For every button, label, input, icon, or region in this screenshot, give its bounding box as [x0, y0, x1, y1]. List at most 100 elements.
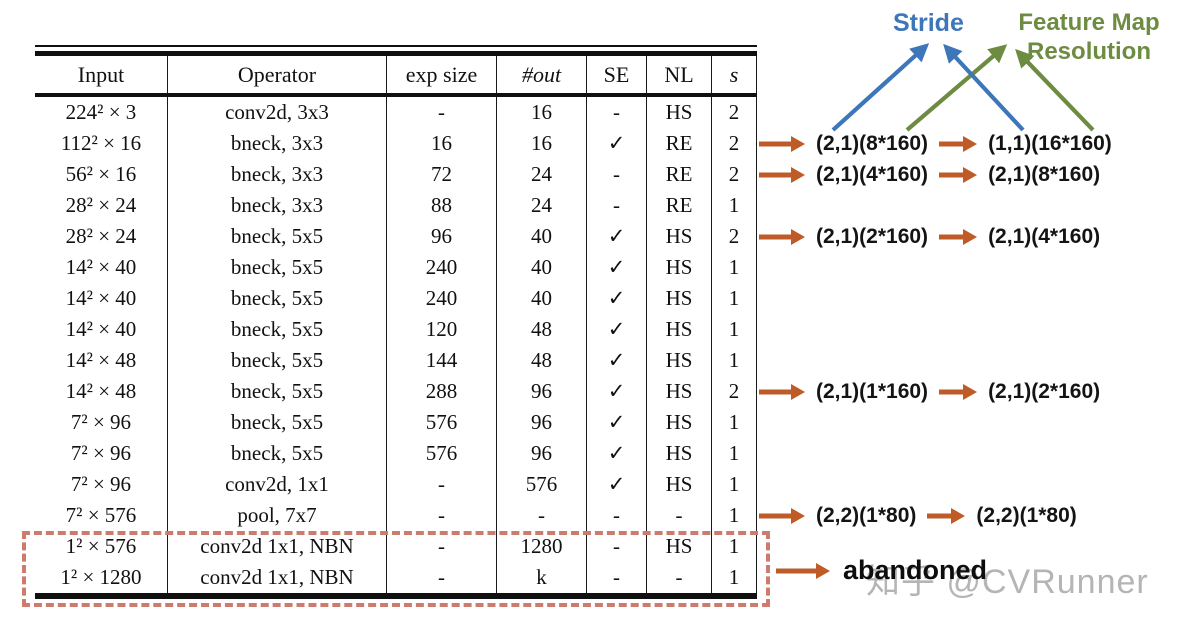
annotation-from: (2,1)(2*160): [816, 224, 929, 248]
annotation-from: (2,1)(4*160): [816, 162, 929, 186]
orange-arrow-icon: [939, 383, 978, 400]
cell-nl: RE: [647, 128, 712, 159]
table-row: 14² × 48 bneck, 5x5 288 96 ✓ HS 2 (2,1)(…: [35, 376, 1100, 407]
cell-out: 48: [497, 314, 587, 345]
cell-exp-size: 16: [387, 128, 497, 159]
cell-operator: bneck, 3x3: [168, 190, 387, 221]
cell-out: 96: [497, 407, 587, 438]
cell-out: 96: [497, 376, 587, 407]
cell-se: -: [587, 190, 647, 221]
stride-arrow-left: [831, 43, 930, 132]
abandoned-label: abandoned: [843, 555, 988, 585]
cell-s: 2: [712, 128, 757, 159]
cell-s: 1: [712, 531, 757, 562]
cell-operator: pool, 7x7: [168, 500, 387, 531]
orange-arrow-icon: [759, 166, 805, 183]
cell-s: 1: [712, 407, 757, 438]
cell-nl: HS: [647, 345, 712, 376]
col-header-s: s: [712, 56, 757, 93]
cell-out: 24: [497, 159, 587, 190]
cell-se: ✓: [587, 438, 647, 469]
cell-input: 56² × 16: [35, 159, 168, 190]
annotation-to: (2,1)(2*160): [988, 379, 1101, 403]
col-header-nl: NL: [647, 56, 712, 93]
cell-se: ✓: [587, 252, 647, 283]
cell-exp-size: -: [387, 531, 497, 562]
cell-exp-size: 576: [387, 438, 497, 469]
cell-input: 7² × 96: [35, 407, 168, 438]
cell-nl: RE: [647, 159, 712, 190]
cell-se: ✓: [587, 345, 647, 376]
table-row: 7² × 96 conv2d, 1x1 - 576 ✓ HS 1: [35, 469, 757, 500]
annotation-to: (2,2)(1*80): [976, 503, 1077, 527]
cell-input: 14² × 40: [35, 283, 168, 314]
table-row: 224² × 3 conv2d, 3x3 - 16 - HS 2: [35, 97, 757, 128]
cell-operator: bneck, 3x3: [168, 159, 387, 190]
cell-out: k: [497, 562, 587, 593]
cell-se: ✓: [587, 283, 647, 314]
cell-s: 2: [712, 159, 757, 190]
cell-exp-size: -: [387, 97, 497, 128]
cell-exp-size: -: [387, 562, 497, 593]
cell-out: 96: [497, 438, 587, 469]
table-row: 14² × 40 bneck, 5x5 120 48 ✓ HS 1: [35, 314, 757, 345]
table-row: 14² × 40 bneck, 5x5 240 40 ✓ HS 1: [35, 283, 757, 314]
watermark: 知乎 @CVRunner: [866, 563, 1149, 601]
table-row: 7² × 96 bneck, 5x5 576 96 ✓ HS 1: [35, 438, 757, 469]
annotation-from: (2,2)(1*80): [816, 503, 917, 527]
cell-exp-size: 72: [387, 159, 497, 190]
cell-se: ✓: [587, 128, 647, 159]
legend-arrows: [831, 43, 1095, 132]
table-row: 28² × 24 bneck, 3x3 88 24 - RE 1: [35, 190, 757, 221]
cell-exp-size: -: [387, 500, 497, 531]
cell-out: 40: [497, 283, 587, 314]
cell-exp-size: 240: [387, 252, 497, 283]
table-top-rule-thin: [35, 45, 757, 47]
row-annotation: (2,2)(1*80) (2,2)(1*80): [757, 504, 1077, 528]
table-row: 7² × 96 bneck, 5x5 576 96 ✓ HS 1: [35, 407, 757, 438]
table-row: 56² × 16 bneck, 3x3 72 24 - RE 2 (2,1)(4…: [35, 159, 1100, 190]
table-row: 14² × 48 bneck, 5x5 144 48 ✓ HS 1: [35, 345, 757, 376]
cell-s: 2: [712, 376, 757, 407]
cell-nl: HS: [647, 252, 712, 283]
orange-arrow-icon: [927, 507, 966, 524]
col-header-input: Input: [35, 56, 168, 93]
table-header-rule: [35, 93, 757, 97]
cell-out: 576: [497, 469, 587, 500]
cell-operator: bneck, 5x5: [168, 407, 387, 438]
row-annotation: (2,1)(2*160) (2,1)(4*160): [757, 225, 1100, 249]
cell-nl: HS: [647, 407, 712, 438]
cell-input: 7² × 96: [35, 469, 168, 500]
cell-exp-size: 88: [387, 190, 497, 221]
table-row: 1² × 576 conv2d 1x1, NBN - 1280 - HS 1: [35, 531, 757, 562]
orange-arrow-icon: [939, 135, 978, 152]
col-header-out: #out: [497, 56, 587, 93]
cell-nl: HS: [647, 469, 712, 500]
cell-nl: HS: [647, 376, 712, 407]
cell-input: 7² × 96: [35, 438, 168, 469]
orange-arrow-icon: [776, 562, 830, 579]
cell-input: 1² × 1280: [35, 562, 168, 593]
cell-se: ✓: [587, 221, 647, 252]
cell-out: 40: [497, 252, 587, 283]
cell-out: 40: [497, 221, 587, 252]
orange-arrow-icon: [759, 228, 805, 245]
feature-map-resolution-label: Feature Map Resolution: [1018, 9, 1160, 65]
cell-exp-size: 96: [387, 221, 497, 252]
table-header-row: Input Operator exp size #out SE NL s: [35, 56, 757, 93]
cell-exp-size: 120: [387, 314, 497, 345]
cell-s: 1: [712, 283, 757, 314]
cell-nl: HS: [647, 221, 712, 252]
cell-operator: bneck, 5x5: [168, 314, 387, 345]
cell-input: 1² × 576: [35, 531, 168, 562]
cell-nl: HS: [647, 438, 712, 469]
annotation-from: (2,1)(8*160): [816, 131, 929, 155]
cell-input: 28² × 24: [35, 221, 168, 252]
cell-s: 1: [712, 438, 757, 469]
cell-se: ✓: [587, 407, 647, 438]
orange-arrow-icon: [939, 228, 978, 245]
cell-operator: bneck, 3x3: [168, 128, 387, 159]
cell-operator: bneck, 5x5: [168, 252, 387, 283]
table-row: 14² × 40 bneck, 5x5 240 40 ✓ HS 1: [35, 252, 757, 283]
cell-out: 16: [497, 97, 587, 128]
